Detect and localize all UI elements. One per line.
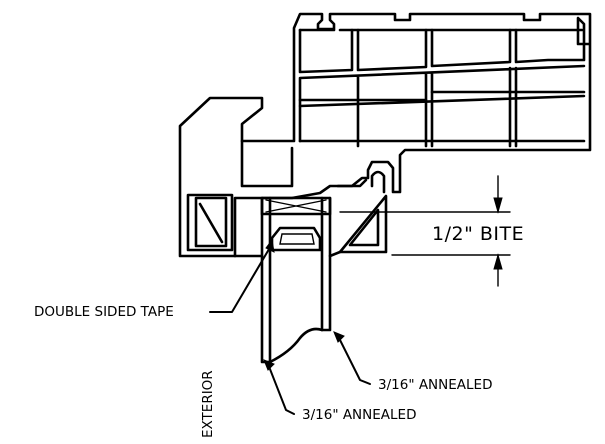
glass-inner-callout: 3/16" ANNEALED	[333, 331, 492, 393]
frame-clip-hook	[370, 170, 386, 194]
glass-inner-label: 3/16" ANNEALED	[378, 377, 492, 393]
frame-extrusion	[178, 12, 592, 258]
tape-label: DOUBLE SIDED TAPE	[34, 304, 174, 320]
frame-chamber-mid-band	[298, 64, 586, 148]
glass-break-line	[268, 327, 324, 364]
bite-dimension: 1/2" BITE	[339, 175, 524, 287]
glass-inner-leader-line	[337, 335, 371, 385]
tape-leader-line	[209, 243, 273, 313]
glass-outer-label: 3/16" ANNEALED	[302, 407, 416, 423]
tape-profile-inner	[279, 233, 315, 245]
frame-bead-channel	[336, 178, 368, 188]
frame-chamber-mid-horizontal	[298, 90, 586, 108]
frame-chamber-left-diagonal	[194, 196, 228, 248]
glazing-stop	[338, 194, 388, 254]
glass-outer-leader-line	[267, 363, 295, 415]
glass-unit	[260, 196, 332, 364]
spacer-cross	[265, 199, 327, 213]
glass-inner-leader-arrowhead	[333, 331, 345, 343]
tape-callout: DOUBLE SIDED TAPE	[34, 238, 275, 320]
bite-arrow-top-head	[493, 197, 503, 214]
tape-leader-arrowhead	[265, 238, 275, 253]
frame-chamber-upper-left	[298, 28, 354, 74]
frame-chamber-lower	[240, 139, 586, 188]
frame-outer-profile	[178, 12, 592, 258]
frame-chamber-upper-right2	[514, 28, 586, 64]
frame-chamber-left-lower	[186, 193, 234, 252]
bite-arrow-bottom-head	[493, 253, 503, 270]
exterior-label: EXTERIOR	[200, 370, 216, 438]
spacer-box	[260, 196, 332, 216]
glazing-stop-inner	[348, 208, 380, 247]
glass-outer-callout: 3/16" ANNEALED	[263, 359, 416, 423]
frame-base-under-glass	[233, 250, 342, 258]
frame-chamber-upper-right1	[430, 28, 512, 68]
bite-label: 1/2" BITE	[432, 223, 524, 245]
frame-chamber-upper-mid	[356, 28, 428, 72]
glass-outer-leader-arrowhead	[263, 359, 275, 371]
glass-pane-left	[260, 196, 272, 364]
glass-pane-right	[320, 196, 332, 332]
tape-profile	[270, 226, 322, 252]
